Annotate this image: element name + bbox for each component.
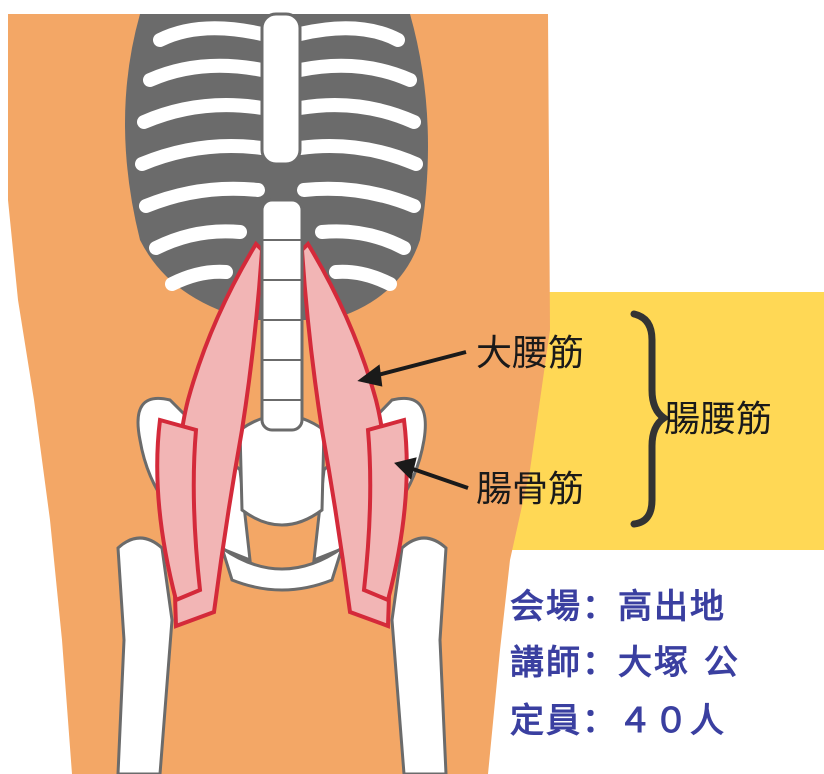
spine: [262, 200, 302, 430]
capacity-text: 定員：４０人: [510, 704, 726, 738]
psoas-major-label: 大腰筋: [476, 336, 584, 372]
iliacus-label: 腸骨筋: [476, 472, 584, 508]
iliopsoas-label: 腸腰筋: [664, 402, 772, 438]
lecturer-text: 講師：大塚 公: [510, 646, 740, 680]
venue-text: 会場：高出地: [510, 590, 726, 624]
